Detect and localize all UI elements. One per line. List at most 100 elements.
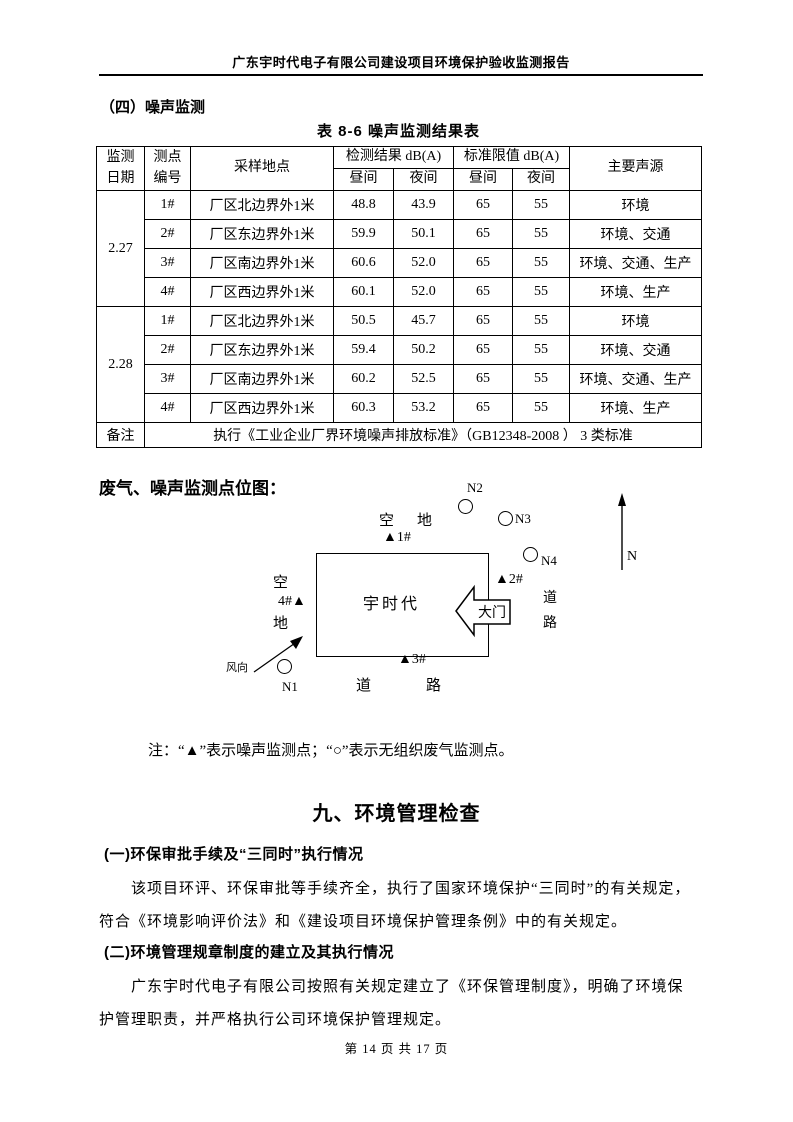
det-night-cell: 52.0 (393, 277, 454, 307)
det-day-cell: 59.9 (333, 219, 394, 249)
det-day-cell: 48.8 (333, 190, 394, 220)
page-header-title: 广东宇时代电子有限公司建设项目环境保护验收监测报告 (232, 55, 570, 70)
label-n4: N4 (541, 553, 557, 568)
std-night-cell: 55 (512, 306, 570, 336)
table-row: 4# 厂区西边界外1米 60.1 52.0 65 55 环境、生产 (97, 277, 702, 307)
std-night-cell: 55 (512, 335, 570, 365)
noise-results-table: 监测 日期 测点 编号 采样地点 检测结果 dB(A) 标准限值 dB(A) 主… (96, 146, 702, 448)
std-day-cell: 65 (453, 277, 513, 307)
location-cell: 厂区南边界外1米 (190, 364, 334, 394)
paragraph-2-line-1: 广东宇时代电子有限公司按照有关规定建立了《环保管理制度》，明确了环境保 (131, 979, 684, 995)
factory-label: 宇时代 (363, 596, 421, 613)
paragraph-2-line-2: 护管理职责，并严格执行公司环境保护管理规定。 (99, 1012, 452, 1028)
source-cell: 环境、交通、生产 (569, 364, 702, 394)
label-road-right-bottom: 路 (543, 616, 557, 631)
subheading-2: (二)环境管理规章制度的建立及其执行情况 (104, 944, 394, 961)
noise-marker-3: ▲3# (398, 652, 426, 667)
location-cell: 厂区东边界外1米 (190, 335, 334, 365)
label-road-bottom-left: 道 (356, 678, 372, 694)
location-cell: 厂区东边界外1米 (190, 219, 334, 249)
col-header-point: 测点 编号 (144, 146, 191, 191)
source-cell: 环境 (569, 190, 702, 220)
det-night-cell: 50.1 (393, 219, 454, 249)
point-cell: 4# (144, 277, 191, 307)
std-day-cell: 65 (453, 219, 513, 249)
location-cell: 厂区南边界外1米 (190, 248, 334, 278)
point-cell: 4# (144, 393, 191, 423)
remark-label-cell: 备注 (96, 422, 145, 448)
noise-marker-4: 4#▲ (278, 594, 306, 609)
col-header-date: 监测 日期 (96, 146, 145, 191)
std-night-cell: 55 (512, 248, 570, 278)
diagram-title: 废气、噪声监测点位图： (99, 479, 286, 498)
col-header-limit-group: 标准限值 dB(A) (453, 146, 570, 169)
det-night-cell: 52.5 (393, 364, 454, 394)
source-cell: 环境、生产 (569, 393, 702, 423)
col-header-day: 昼间 (333, 168, 394, 191)
std-night-cell: 55 (512, 393, 570, 423)
north-arrow-icon (618, 493, 626, 570)
det-night-cell: 52.0 (393, 248, 454, 278)
det-night-cell: 53.2 (393, 393, 454, 423)
label-n1: N1 (282, 679, 298, 694)
table-row: 3# 厂区南边界外1米 60.6 52.0 65 55 环境、交通、生产 (97, 248, 702, 278)
source-cell: 环境 (569, 306, 702, 336)
det-night-cell: 45.7 (393, 306, 454, 336)
point-cell: 2# (144, 335, 191, 365)
std-day-cell: 65 (453, 190, 513, 220)
std-night-cell: 55 (512, 190, 570, 220)
location-cell: 厂区北边界外1米 (190, 306, 334, 336)
table-row: 2.28 1# 厂区北边界外1米 50.5 45.7 65 55 环境 (96, 306, 702, 423)
point-cell: 1# (144, 190, 191, 220)
point-cell: 3# (144, 364, 191, 394)
label-n2: N2 (467, 480, 483, 495)
std-day-cell: 65 (453, 364, 513, 394)
section-mgmt-heading: 九、环境管理检查 (312, 803, 481, 825)
std-night-cell: 55 (512, 277, 570, 307)
std-day-cell: 65 (453, 248, 513, 278)
page-footer: 第 14 页 共 17 页 (344, 1042, 449, 1056)
std-day-cell: 65 (453, 393, 513, 423)
label-open-ground-top: 空 地 (379, 513, 437, 529)
col-header-night: 夜间 (512, 168, 570, 191)
det-night-cell: 50.2 (393, 335, 454, 365)
label-north: N (627, 549, 638, 564)
label-road-bottom-right: 路 (426, 678, 442, 694)
table-row: 4# 厂区西边界外1米 60.3 53.2 65 55 环境、生产 (97, 393, 702, 423)
table-header-row-1: 监测 日期 测点 编号 采样地点 检测结果 dB(A) 标准限值 dB(A) 主… (96, 146, 702, 191)
table-row: 2# 厂区东边界外1米 59.9 50.1 65 55 环境、交通 (97, 219, 702, 249)
label-open-left-bottom: 地 (273, 616, 289, 632)
std-night-cell: 55 (512, 364, 570, 394)
det-night-cell: 43.9 (393, 190, 454, 220)
col-header-night: 夜间 (393, 168, 454, 191)
location-cell: 厂区西边界外1米 (190, 277, 334, 307)
date-cell: 2.27 (96, 190, 145, 307)
point-cell: 1# (144, 306, 191, 336)
det-day-cell: 60.2 (333, 364, 394, 394)
source-cell: 环境、交通 (569, 335, 702, 365)
std-day-cell: 65 (453, 306, 513, 336)
location-cell: 厂区西边界外1米 (190, 393, 334, 423)
col-header-source: 主要声源 (569, 146, 702, 191)
paragraph-1-line-2: 符合《环境影响评价法》和《建设项目环境保护管理条例》中的有关规定。 (99, 914, 628, 930)
table-row: 2.27 1# 厂区北边界外1米 48.8 43.9 65 55 环境 (96, 190, 702, 307)
std-night-cell: 55 (512, 219, 570, 249)
noise-marker-1: ▲1# (383, 530, 411, 545)
remark-text-cell: 执行《工业企业厂界环境噪声排放标准》（GB12348-2008 ） 3 类标准 (144, 422, 702, 448)
subheading-1: (一)环保审批手续及“三同时”执行情况 (104, 846, 364, 863)
source-cell: 环境、交通、生产 (569, 248, 702, 278)
label-road-right-top: 道 (543, 591, 557, 606)
date-cell: 2.28 (96, 306, 145, 423)
col-header-result-group: 检测结果 dB(A) (333, 146, 454, 169)
paragraph-1-line-1: 该项目环评、环保审批等手续齐全，执行了国家环境保护“三同时”的有关规定， (131, 881, 691, 897)
wind-arrow-icon (253, 636, 303, 673)
point-cell: 2# (144, 219, 191, 249)
noise-marker-2: ▲2# (495, 572, 523, 587)
section-noise-heading: （四）噪声监测 (100, 99, 206, 116)
det-day-cell: 60.3 (333, 393, 394, 423)
label-n3: N3 (515, 511, 531, 526)
det-day-cell: 60.1 (333, 277, 394, 307)
col-header-location: 采样地点 (190, 146, 334, 191)
table-remark-row: 备注 执行《工业企业厂界环境噪声排放标准》（GB12348-2008 ） 3 类… (96, 422, 702, 448)
